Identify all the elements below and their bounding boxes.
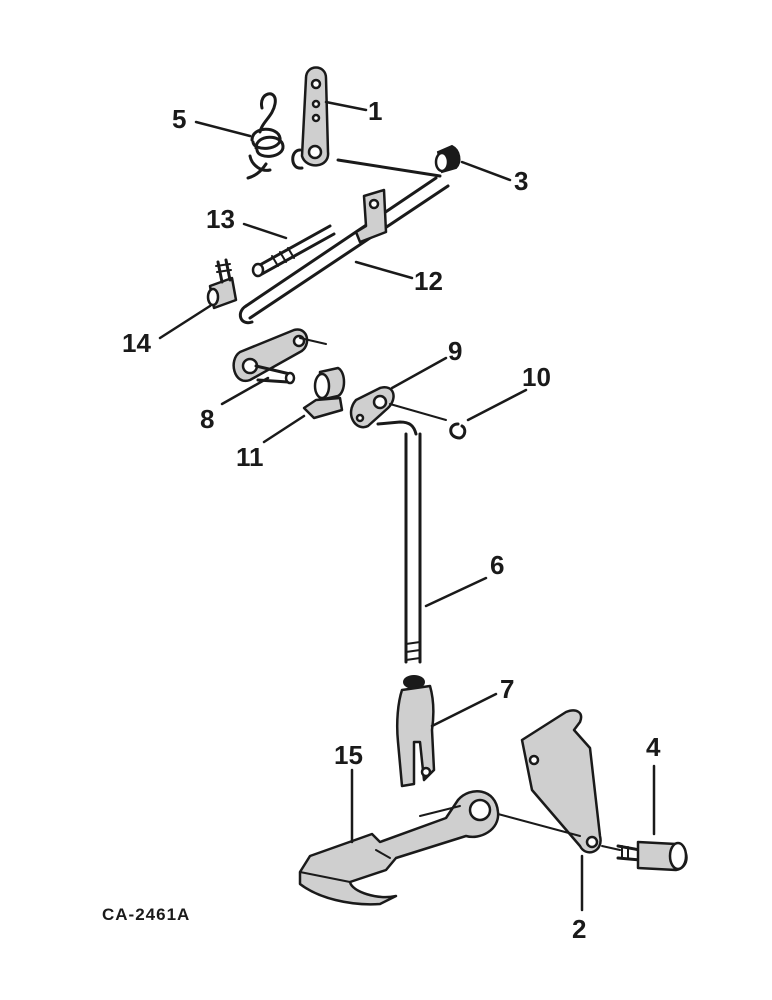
callout-3: 3 (514, 166, 528, 196)
part-11-bushing (302, 366, 346, 420)
callout-6: 6 (490, 550, 504, 580)
leader-5 (194, 120, 252, 138)
callout-14: 14 (122, 328, 151, 358)
leader-lines (158, 100, 656, 912)
callout-15: 15 (334, 740, 363, 770)
part-4-bolt (601, 840, 688, 872)
part-8-link (232, 328, 327, 385)
callout-7: 7 (500, 674, 514, 704)
callout-13: 13 (206, 204, 235, 234)
part-6-rod (376, 420, 422, 664)
leader-14 (158, 304, 212, 340)
diagram-code: CA-2461A (102, 905, 190, 924)
callout-8: 8 (200, 404, 214, 434)
callouts: 1 5 3 13 12 14 8 11 9 10 6 7 15 2 4 (122, 96, 661, 944)
callout-5: 5 (172, 104, 186, 134)
part-12-rod (238, 158, 450, 325)
part-13-pin (251, 224, 336, 278)
callout-4: 4 (646, 732, 661, 762)
leader-12 (354, 260, 414, 280)
part-5-spring (246, 92, 285, 180)
part-2-bracket (497, 709, 602, 854)
part-9-plate (349, 386, 447, 429)
part-7-clevis (395, 675, 436, 788)
leader-8 (220, 376, 270, 406)
leader-10 (466, 388, 528, 422)
part-1-lever (291, 66, 330, 170)
part-14-bolt (206, 258, 238, 310)
leader-13 (242, 222, 288, 240)
leader-1 (324, 100, 368, 112)
callout-9: 9 (448, 336, 462, 366)
leader-7 (430, 692, 498, 728)
callout-12: 12 (414, 266, 443, 296)
part-15-pedal (298, 790, 500, 906)
callout-1: 1 (368, 96, 382, 126)
leader-11 (262, 414, 306, 444)
leader-9 (390, 356, 448, 390)
callout-2: 2 (572, 914, 586, 944)
part-3-knob (434, 144, 461, 174)
callout-10: 10 (522, 362, 551, 392)
leader-6 (424, 576, 488, 608)
callout-11: 11 (236, 442, 264, 472)
part-10-clip (449, 422, 467, 440)
leader-3 (460, 160, 512, 182)
